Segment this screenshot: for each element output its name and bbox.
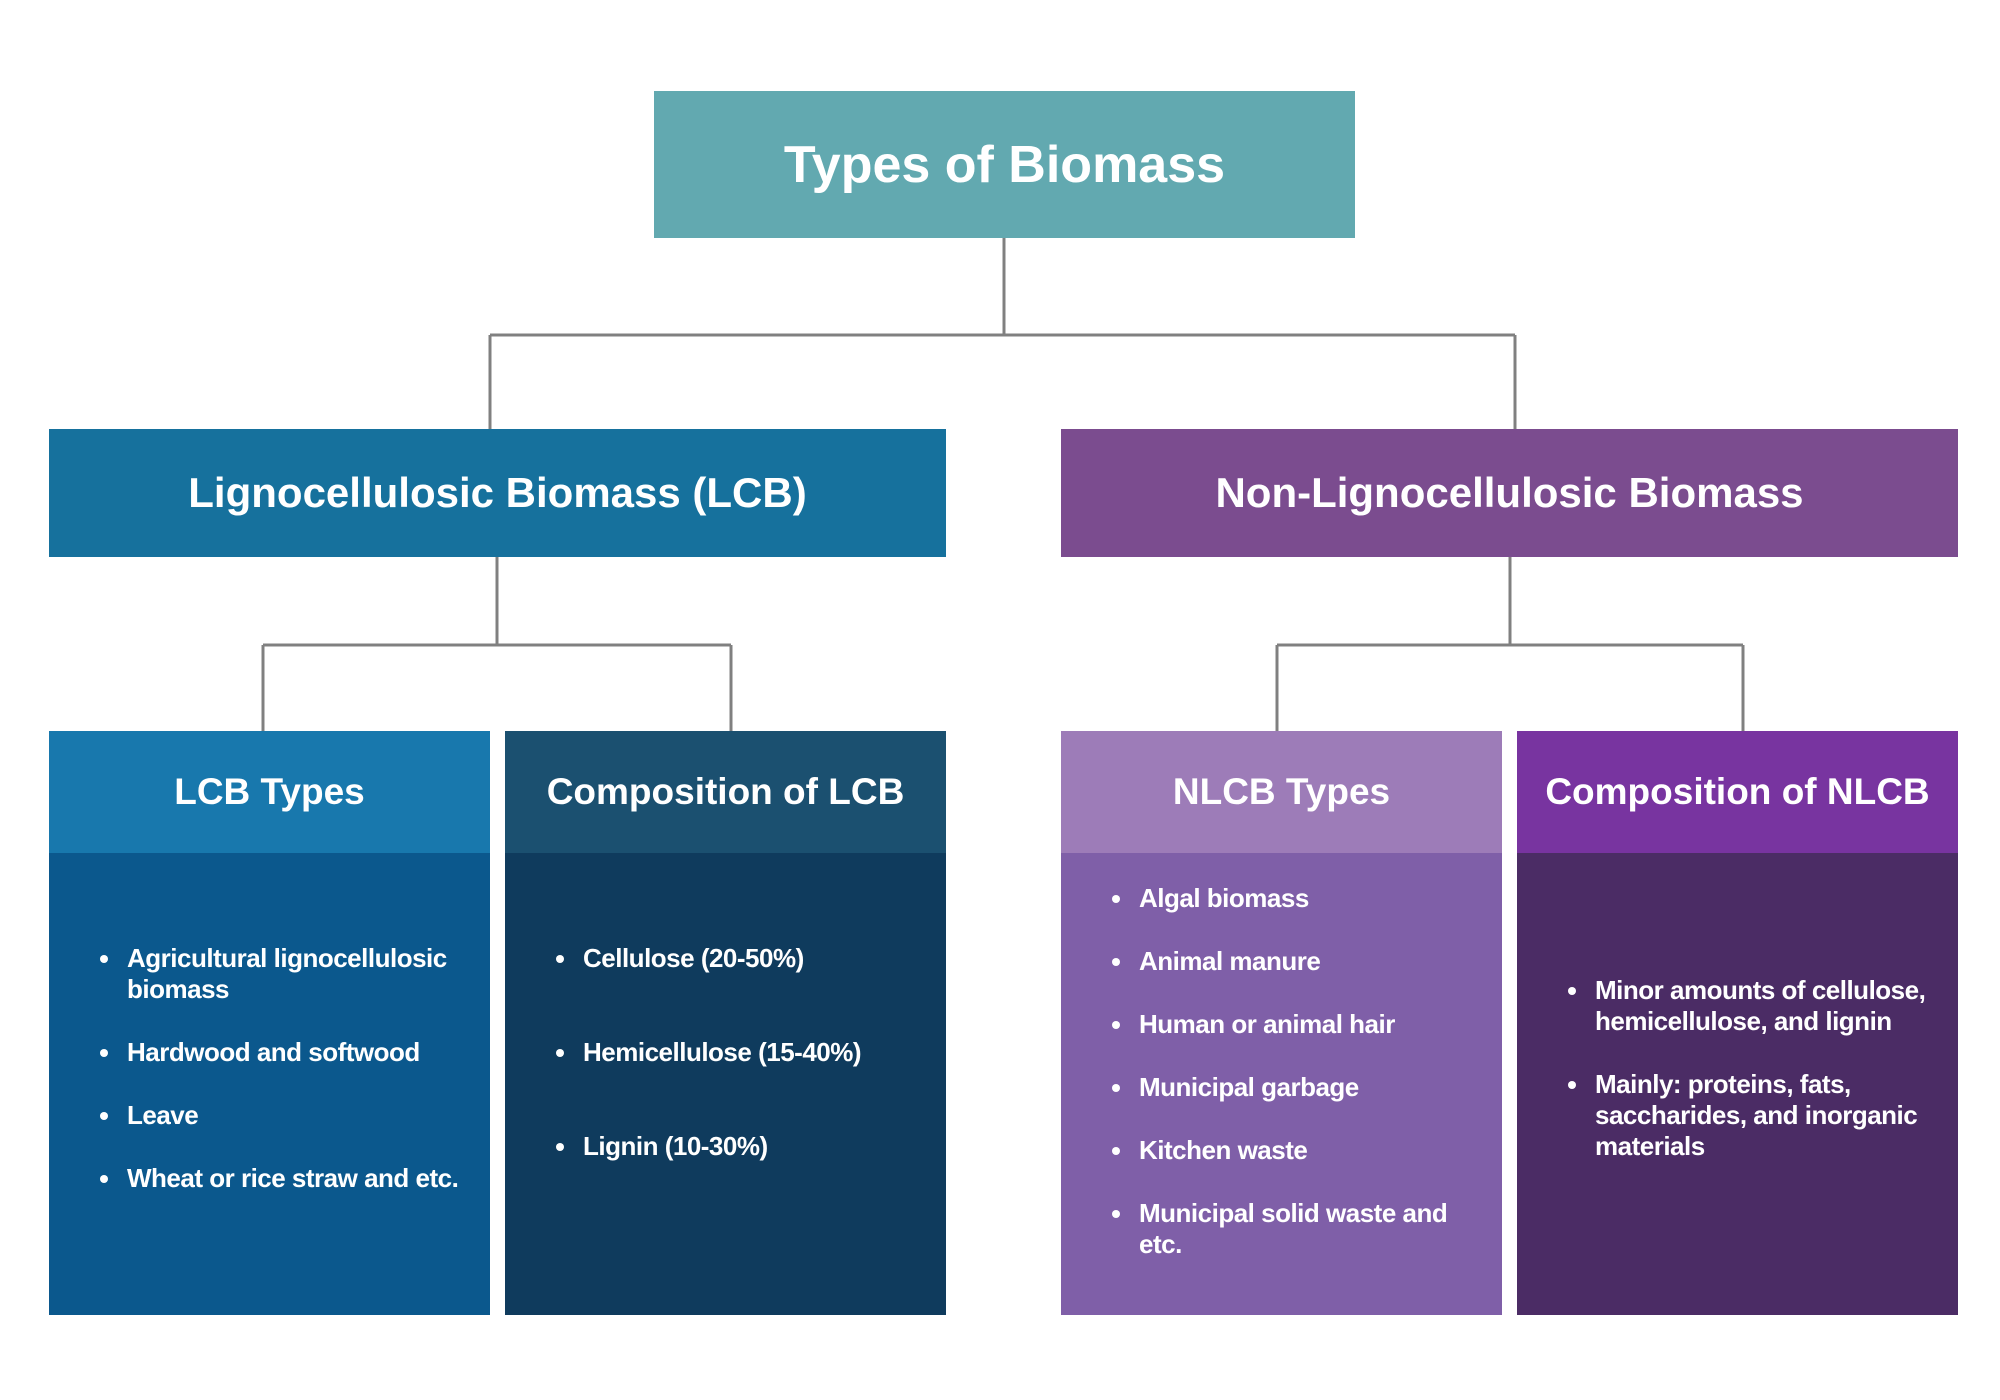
root-connector — [488, 238, 1517, 429]
nlcb-types-list: Algal biomass Animal manure Human or ani… — [1112, 883, 1472, 1292]
nlcb-composition-title: Composition of NLCB — [1545, 771, 1930, 812]
nlcb-composition-list: Minor amounts of cellulose, hemicellulos… — [1568, 975, 1928, 1194]
list-item: Human or animal hair — [1112, 1009, 1472, 1040]
lcb-composition-list: Cellulose (20-50%) Hemicellulose (15-40%… — [556, 943, 916, 1225]
list-item: Agricultural lignocellulosic biomass — [100, 943, 460, 1005]
list-item: Municipal solid waste and etc. — [1112, 1198, 1472, 1260]
lcb-composition-card: Composition of LCB Cellulose (20-50%) He… — [505, 731, 946, 1315]
list-item: Lignin (10-30%) — [556, 1131, 916, 1162]
list-item: Municipal garbage — [1112, 1072, 1472, 1103]
lcb-node: Lignocellulosic Biomass (LCB) — [49, 429, 946, 557]
nlcb-title: Non-Lignocellulosic Biomass — [1215, 469, 1804, 516]
list-item: Animal manure — [1112, 946, 1472, 977]
root-node-types-of-biomass: Types of Biomass — [654, 91, 1355, 238]
list-item: Cellulose (20-50%) — [556, 943, 916, 974]
root-title: Types of Biomass — [783, 135, 1226, 194]
list-item: Hardwood and softwood — [100, 1037, 460, 1068]
lcb-composition-header: Composition of LCB — [505, 731, 946, 853]
list-item: Hemicellulose (15-40%) — [556, 1037, 916, 1068]
lcb-types-list: Agricultural lignocellulosic biomass Har… — [100, 943, 460, 1226]
lcb-composition-body: Cellulose (20-50%) Hemicellulose (15-40%… — [505, 853, 946, 1315]
lcb-types-card: LCB Types Agricultural lignocellulosic b… — [49, 731, 490, 1315]
lcb-composition-title: Composition of LCB — [546, 771, 905, 812]
nlcb-types-body: Algal biomass Animal manure Human or ani… — [1061, 853, 1502, 1315]
lcb-types-title: LCB Types — [174, 771, 365, 812]
list-item: Algal biomass — [1112, 883, 1472, 914]
nlcb-composition-body: Minor amounts of cellulose, hemicellulos… — [1517, 853, 1958, 1315]
lcb-title: Lignocellulosic Biomass (LCB) — [188, 469, 807, 516]
nlcb-node: Non-Lignocellulosic Biomass — [1061, 429, 1958, 557]
list-item: Minor amounts of cellulose, hemicellulos… — [1568, 975, 1928, 1037]
nlcb-types-header: NLCB Types — [1061, 731, 1502, 853]
lcb-types-header: LCB Types — [49, 731, 490, 853]
nlcb-types-card: NLCB Types Algal biomass Animal manure H… — [1061, 731, 1502, 1315]
nlcb-connector — [1275, 557, 1745, 731]
nlcb-composition-header: Composition of NLCB — [1517, 731, 1958, 853]
nlcb-types-title: NLCB Types — [1172, 771, 1391, 812]
lcb-connector — [261, 557, 733, 731]
list-item: Wheat or rice straw and etc. — [100, 1162, 459, 1193]
list-item: Leave — [100, 1100, 460, 1131]
list-item: Kitchen waste — [1112, 1135, 1472, 1166]
nlcb-composition-card: Composition of NLCB Minor amounts of cel… — [1517, 731, 1958, 1315]
lcb-types-body: Agricultural lignocellulosic biomass Har… — [49, 853, 490, 1315]
list-item: Mainly: proteins, fats, saccharides, and… — [1568, 1069, 1928, 1162]
